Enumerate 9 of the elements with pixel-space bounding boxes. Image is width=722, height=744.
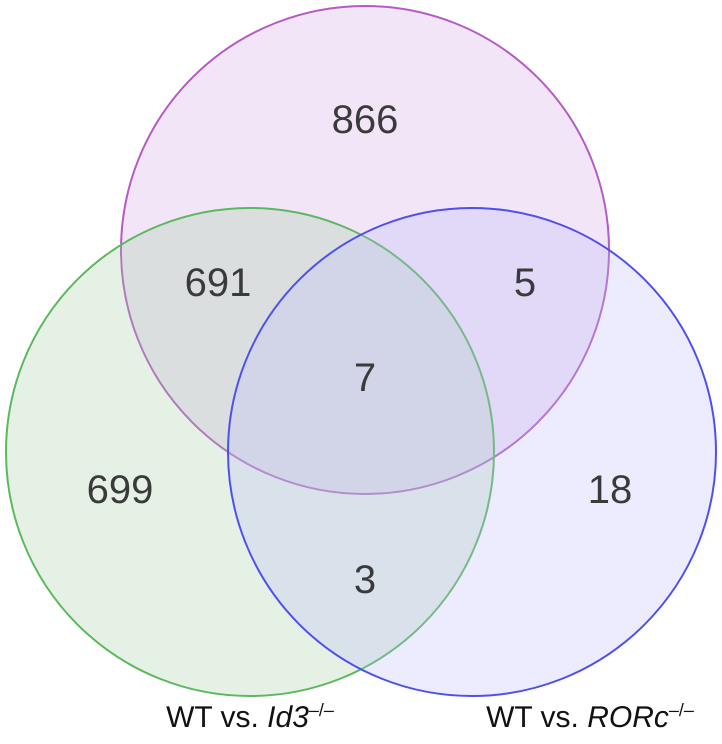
region-count: 691 — [184, 263, 252, 303]
region-count: 5 — [514, 263, 536, 303]
region-count: 7 — [354, 358, 376, 398]
region-count: 18 — [588, 470, 632, 510]
set-label: WT vs. Id3$^{–/–}$ — [166, 700, 334, 736]
region-count: 866 — [332, 100, 398, 140]
region-count: 3 — [354, 560, 376, 600]
region-count: 699 — [86, 470, 154, 510]
set-label: WT vs. RORc$^{–/–}$ — [486, 700, 694, 736]
